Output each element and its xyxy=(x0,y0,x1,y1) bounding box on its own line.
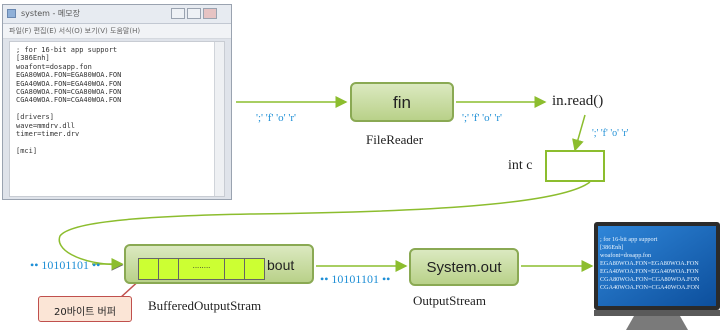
fin-box: fin xyxy=(350,82,454,122)
arrow-read-to-intc xyxy=(572,114,586,152)
notepad-menu-items[interactable]: 파일(F) 편집(E) 서식(O) 보기(V) 도움말(H) xyxy=(9,27,141,35)
buffer-cell xyxy=(158,258,179,280)
filereader-caption: FileReader xyxy=(366,132,424,147)
buffered-output-caption: BufferedOutputStram xyxy=(148,298,262,313)
bout-label: bout xyxy=(267,257,295,273)
monitor-icon xyxy=(594,222,720,330)
buffer-size-text: 20바이트 버퍼 xyxy=(54,307,116,318)
close-icon[interactable] xyxy=(203,8,217,19)
system-out-label: System.out xyxy=(426,259,502,276)
arrow-intc-to-buffer xyxy=(58,181,591,271)
buffer-cell xyxy=(244,258,265,280)
chars-out-of-fin: ';' 'f' 'o' 'r' xyxy=(462,112,502,124)
buffer-cell-dots: ........ xyxy=(178,258,225,280)
notepad-title: system - 메모장 xyxy=(21,9,80,18)
notepad-titlebar: system - 메모장 xyxy=(3,5,231,24)
chars-into-fin: ';' 'f' 'o' 'r' xyxy=(256,112,296,124)
bits-into-buffer: •• 10101101 •• xyxy=(30,258,101,272)
notepad-text-area[interactable]: ; for 16-bit app support [386Enh] woafon… xyxy=(9,41,225,197)
int-c-label: int c xyxy=(508,158,533,173)
system-out-box: System.out xyxy=(409,248,519,286)
notepad-text: ; for 16-bit app support [386Enh] woafon… xyxy=(16,46,122,155)
notepad-menubar: 파일(F) 편집(E) 서식(O) 보기(V) 도움말(H) xyxy=(3,24,231,39)
notepad-window: system - 메모장 파일(F) 편집(E) 서식(O) 보기(V) 도움말… xyxy=(2,4,232,200)
monitor-text: ; for 16-bit app support [386Enh] woafon… xyxy=(600,236,700,291)
minimize-icon[interactable] xyxy=(171,8,185,19)
chars-into-intc: ';' 'f' 'o' 'r' xyxy=(592,128,629,139)
int-c-box xyxy=(545,150,605,182)
buffer-box: ........ bout xyxy=(124,244,314,284)
buffer-size-callout: 20바이트 버퍼 xyxy=(38,296,132,322)
notepad-scrollbar[interactable] xyxy=(214,42,224,196)
notepad-app-icon xyxy=(7,9,16,18)
buffer-cell xyxy=(138,258,159,280)
bits-into-sysout: •• 10101101 •• xyxy=(320,272,391,286)
buffer-cell xyxy=(224,258,245,280)
read-call-label: in.read() xyxy=(552,93,604,109)
maximize-icon[interactable] xyxy=(187,8,201,19)
fin-label: fin xyxy=(393,93,411,112)
output-stream-caption: OutputStream xyxy=(413,293,486,308)
